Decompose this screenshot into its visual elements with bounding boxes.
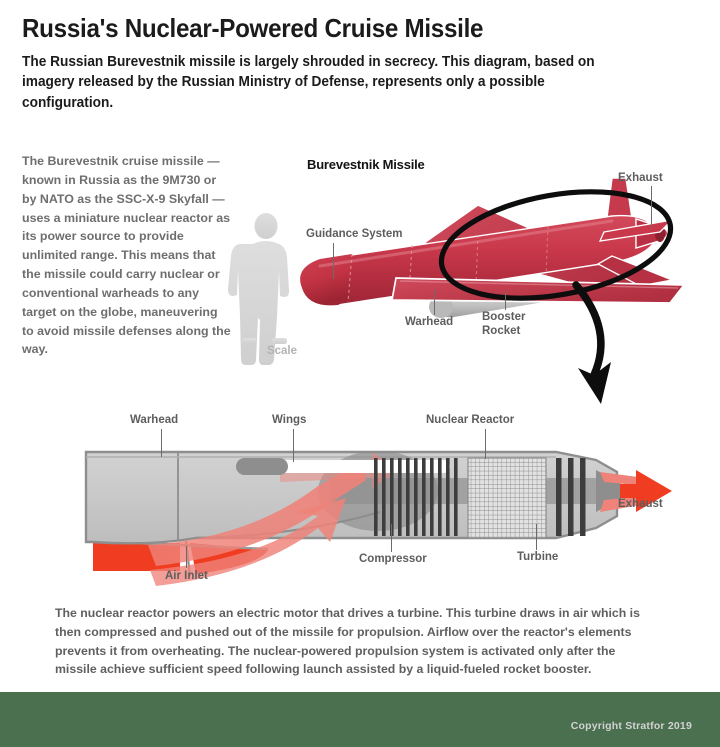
- label-guidance-system: Guidance System: [306, 228, 403, 240]
- label-cutaway-exhaust: Exhaust: [618, 498, 663, 510]
- label-scale: Scale: [266, 345, 298, 357]
- exterior-diagram-heading: Burevestnik Missile: [307, 157, 425, 172]
- label-exhaust-exterior: Exhaust: [618, 172, 663, 184]
- leader-cutaway-warhead: [161, 429, 163, 457]
- compressor-blades: [374, 458, 458, 536]
- turbine-discs: [556, 458, 586, 536]
- exhaust-flow-arrows: [600, 470, 672, 512]
- leader-guidance-system: [333, 243, 335, 279]
- label-booster-rocket: Booster Rocket: [482, 311, 526, 337]
- label-cutaway-compressor: Compressor: [359, 553, 427, 565]
- leader-cutaway-compressor: [391, 524, 393, 552]
- label-cutaway-nuclear-reactor: Nuclear Reactor: [426, 414, 515, 426]
- leader-cutaway-nuclear-reactor: [485, 429, 487, 459]
- leader-cutaway-air-inlet: [186, 546, 188, 568]
- header: Russia's Nuclear-Powered Cruise Missile …: [22, 14, 682, 113]
- label-cutaway-warhead: Warhead: [130, 414, 179, 426]
- copyright-notice: Copyright Stratfor 2019: [570, 720, 692, 732]
- duct-band: [258, 460, 450, 473]
- leader-exhaust-exterior: [651, 186, 653, 228]
- intro-paragraph: The Burevestnik cruise missile — known i…: [22, 154, 231, 357]
- propulsion-highlight-ellipse: [438, 189, 674, 301]
- label-warhead: Warhead: [405, 316, 454, 328]
- page-subtitle: The Russian Burevestnik missile is large…: [22, 53, 595, 111]
- nuclear-reactor-core: [467, 457, 547, 539]
- exterior-missile-illustration: [228, 177, 686, 404]
- wing-root-shape: [236, 458, 288, 475]
- scale-human-silhouette: [228, 213, 290, 365]
- page-title: Russia's Nuclear-Powered Cruise Missile: [22, 13, 484, 43]
- label-cutaway-air-inlet: Air Inlet: [165, 570, 208, 582]
- infographic-canvas: Russia's Nuclear-Powered Cruise Missile …: [0, 0, 720, 692]
- bottom-caption: The nuclear reactor powers an electric m…: [55, 606, 640, 677]
- label-cutaway-wings: Wings: [272, 414, 307, 426]
- leader-booster-rocket: [505, 292, 507, 310]
- leader-cutaway-wings: [293, 429, 295, 462]
- callout-arrow: [572, 281, 611, 404]
- label-cutaway-turbine: Turbine: [517, 551, 559, 563]
- leader-cutaway-turbine: [536, 524, 538, 550]
- cutaway-missile-illustration: [84, 450, 672, 586]
- leader-warhead: [434, 290, 436, 315]
